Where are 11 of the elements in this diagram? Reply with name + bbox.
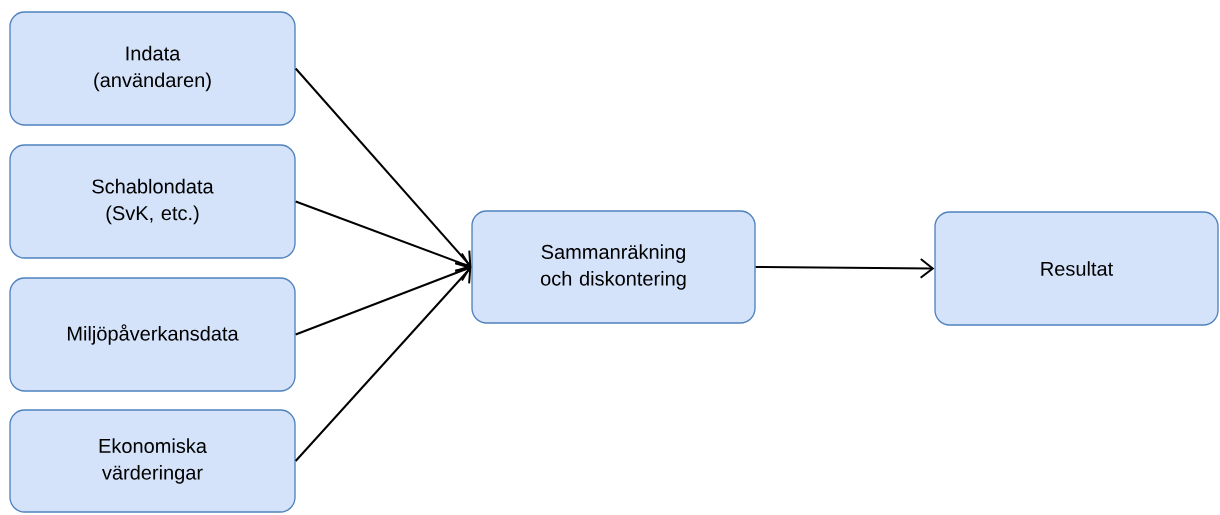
arrow: [294, 262, 472, 336]
process-box: Miljöpåverkansdata: [9, 277, 296, 392]
process-box: Resultat: [934, 211, 1219, 326]
process-box: Sammanräkning och diskontering: [471, 210, 756, 324]
process-box: Schablondata (SvK, etc.): [9, 144, 296, 259]
process-box: Indata (användaren): [9, 11, 296, 126]
arrow: [294, 200, 472, 272]
arrow: [294, 67, 472, 267]
arrow: [754, 258, 935, 279]
arrow: [294, 267, 472, 462]
process-box: Ekonomiska värderingar: [9, 409, 296, 513]
